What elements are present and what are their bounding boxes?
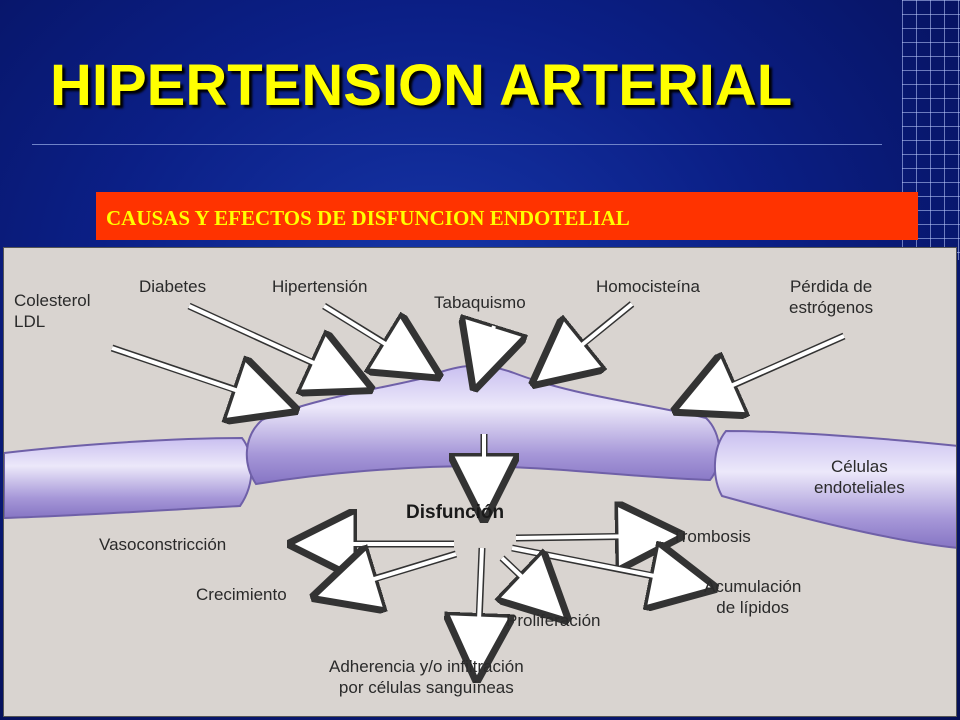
label-celulas-line1: Células [831,457,888,476]
label-diabetes: Diabetes [139,277,207,296]
cause-arrows [110,301,846,400]
diagram-graphics [4,301,956,717]
label-adherencia-line2: por células sanguíneas [338,678,514,697]
label-homocisteina: Homocisteína [596,277,700,296]
label-perdida-estrogenos: Pérdida de estrógenos [789,276,873,318]
label-perdida-line1: Pérdida de [789,277,873,296]
endothelial-cell-right [713,429,956,549]
endothelial-cell-left [4,436,253,520]
label-adherencia-line1: Adherencia y/o infiltración [329,657,524,676]
label-tabaquismo: Tabaquismo [434,293,526,312]
label-vasoconstriccion: Vasoconstricción [99,535,227,554]
subtitle-banner: CAUSAS Y EFECTOS DE DISFUNCION ENDOTELIA… [96,192,918,240]
label-perdida-line2: estrógenos [789,298,874,317]
effect-arrows [322,536,684,648]
label-hipertension: Hipertensión [272,277,368,296]
endothelial-diagram: Colesterol LDL Diabetes Hipertensión Tab… [3,247,957,717]
label-colesterol-line1: Colesterol [14,291,91,310]
title-divider [32,144,882,145]
label-celulas-line2: endoteliales [814,478,905,497]
subtitle-text: CAUSAS Y EFECTOS DE DISFUNCION ENDOTELIA… [106,206,630,230]
label-trombosis: Trombosis [672,527,751,546]
label-crecimiento: Crecimiento [196,585,287,604]
label-disfuncion: Disfunción [406,502,505,523]
label-acumulacion-line2: de lípidos [716,598,790,617]
label-celulas-endoteliales: Células endoteliales [814,456,905,498]
label-adherencia: Adherencia y/o infiltración por células … [329,656,524,698]
label-proliferacion: Proliferación [506,611,601,630]
label-colesterol-line2: LDL [14,312,46,331]
label-acumulacion-lipidos: Acumulación de lípidos [704,576,801,618]
label-colesterol: Colesterol LDL [14,290,91,332]
label-acumulacion-line1: Acumulación [704,577,802,596]
slide-title: HIPERTENSION ARTERIAL [50,53,793,118]
